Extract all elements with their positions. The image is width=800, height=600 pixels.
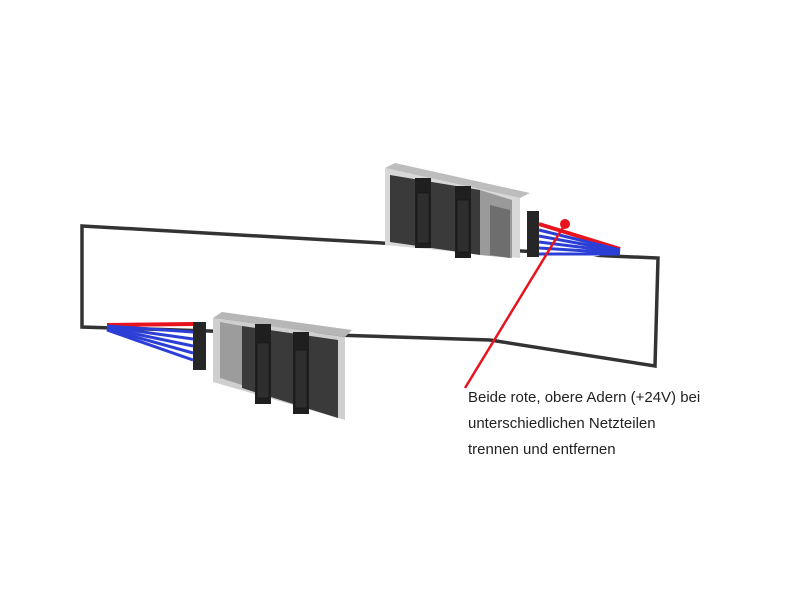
annotation-line-2: unterschiedlichen Netzteilen <box>468 415 656 432</box>
lower-left-plug <box>193 322 206 370</box>
annotation-text: Beide rote, obere Adern (+24V) bei unter… <box>468 385 768 463</box>
annotation-line-1: Beide rote, obere Adern (+24V) bei <box>468 389 701 406</box>
cable-loop-frame <box>80 224 660 369</box>
upper-right-plug <box>527 211 539 257</box>
annotation-pointer-line <box>463 223 567 389</box>
left-ribbon-cable <box>106 322 194 362</box>
annotation-line-3: trennen und entfernen <box>468 441 616 458</box>
lower-left-connector-block <box>193 312 352 420</box>
upper-right-connector-block <box>385 163 539 258</box>
annotation-pointer-dot <box>560 219 570 229</box>
